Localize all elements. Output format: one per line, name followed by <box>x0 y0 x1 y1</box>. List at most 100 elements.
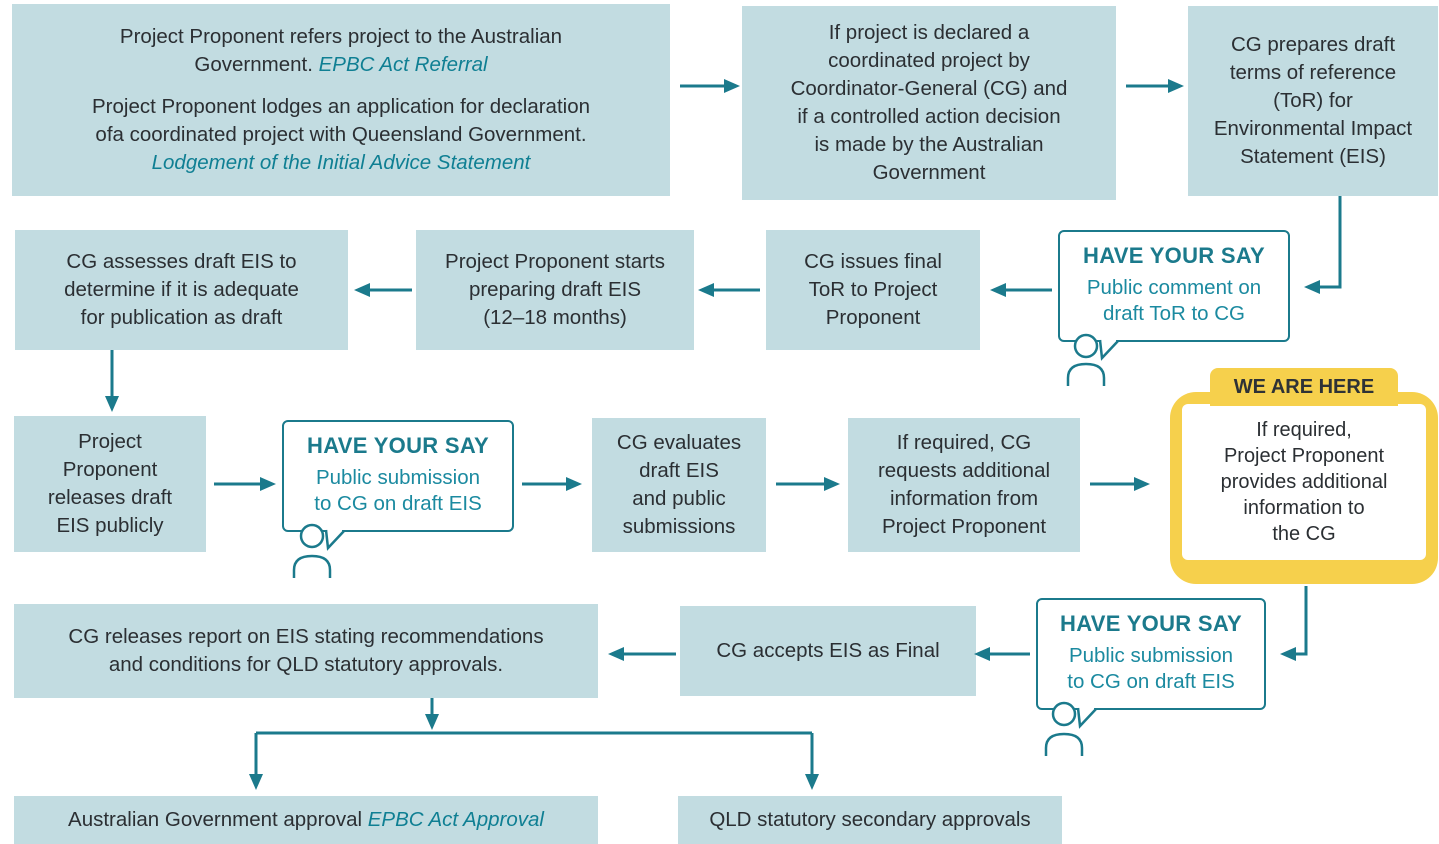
declared-line: If project is declared a <box>828 21 1030 44</box>
aus-approval-text: Australian Government approval <box>68 808 363 831</box>
assess-line: for publication as draft <box>80 306 283 329</box>
lodge-text-line2: ofa coordinated project with Queensland … <box>95 123 587 146</box>
referral-text-line2: Government. <box>194 53 313 76</box>
have-your-say-callout-3: HAVE YOUR SAY Public submission to CG on… <box>1036 598 1266 710</box>
assess-line: CG assesses draft EIS to <box>66 250 297 273</box>
arrow-icon <box>1296 586 1308 656</box>
accept-eis-box: CG accepts EIS as Final <box>680 606 976 696</box>
provide-line: If required, <box>1256 419 1352 441</box>
we-are-here-label: WE ARE HERE <box>1210 368 1398 406</box>
initial-advice-link: Lodgement of the Initial Advice Statemen… <box>151 151 531 174</box>
arrow-icon <box>566 477 582 491</box>
release-draft-eis-box: Project Proponent releases draft EIS pub… <box>14 416 206 552</box>
declared-project-box: If project is declared a coordinated pro… <box>742 6 1116 200</box>
aus-approval-box: Australian Government approval EPBC Act … <box>14 796 598 844</box>
request-line: Project Proponent <box>881 515 1047 538</box>
arrow-icon <box>824 477 840 491</box>
report-box: CG releases report on EIS stating recomm… <box>14 604 598 698</box>
declared-line: is made by the Australian <box>814 133 1044 156</box>
final-tor-line: Proponent <box>825 306 921 329</box>
draft-tor-line: terms of reference <box>1229 61 1397 84</box>
referral-and-lodgement-box: Project Proponent refers project to the … <box>12 4 670 196</box>
preparing-line: Project Proponent starts <box>445 250 665 273</box>
arrow-icon <box>260 477 276 491</box>
request-info-box: If required, CG requests additional info… <box>848 418 1080 552</box>
callout-line: to CG on draft EIS <box>1067 670 1235 693</box>
report-line: CG releases report on EIS stating recomm… <box>68 625 544 648</box>
preparing-line: (12–18 months) <box>483 306 627 329</box>
request-line: requests additional <box>877 459 1051 482</box>
provide-line: the CG <box>1272 523 1336 545</box>
arrow-icon <box>425 714 439 730</box>
declared-line: Government <box>872 161 986 184</box>
lodge-text-line1: Project Proponent lodges an application … <box>91 95 591 118</box>
declared-line: Coordinator-General (CG) and <box>790 77 1068 100</box>
evaluate-line: CG evaluates <box>616 431 742 454</box>
have-your-say-callout-2: HAVE YOUR SAY Public submission to CG on… <box>282 420 514 532</box>
provide-line: information to <box>1243 497 1365 519</box>
arrow-icon <box>698 283 714 297</box>
we-are-here-marker: If required, Project Proponent provides … <box>1170 368 1438 584</box>
arrow-icon <box>990 283 1006 297</box>
callout-line: Public comment on <box>1086 276 1262 299</box>
have-your-say-title: HAVE YOUR SAY <box>1060 611 1242 636</box>
have-your-say-title: HAVE YOUR SAY <box>307 433 489 458</box>
provide-line: provides additional <box>1220 471 1388 493</box>
provide-info-box: If required, Project Proponent provides … <box>1182 404 1426 560</box>
have-your-say-callout-1: HAVE YOUR SAY Public comment on draft To… <box>1058 230 1290 342</box>
arrow-icon <box>608 647 624 661</box>
person-icon <box>1044 701 1097 756</box>
draft-tor-box: CG prepares draft terms of reference (To… <box>1188 6 1438 196</box>
request-line: information from <box>889 487 1039 510</box>
release-line: EIS publicly <box>56 514 164 537</box>
person-icon <box>1066 333 1119 386</box>
arrow-icon <box>105 396 119 412</box>
assess-line: determine if it is adequate <box>64 278 299 301</box>
final-tor-line: CG issues final <box>804 250 942 273</box>
arrow-icon <box>1168 79 1184 93</box>
qld-approval-text: QLD statutory secondary approvals <box>709 808 1031 831</box>
final-tor-line: ToR to Project <box>808 278 938 301</box>
arrow-icon <box>249 774 263 790</box>
request-line: If required, CG <box>896 431 1032 454</box>
arrow-icon <box>805 774 819 790</box>
arrow-icon <box>1304 280 1320 294</box>
draft-tor-line: Statement (EIS) <box>1240 145 1386 168</box>
callout-line: draft ToR to CG <box>1102 302 1246 325</box>
arrow-icon <box>1134 477 1150 491</box>
evaluate-line: and public <box>632 487 726 510</box>
declared-line: if a controlled action decision <box>797 105 1061 128</box>
final-tor-box: CG issues final ToR to Project Proponent <box>766 230 980 350</box>
evaluate-line: draft EIS <box>639 459 719 482</box>
accept-text: CG accepts EIS as Final <box>716 639 940 662</box>
evaluate-draft-eis-box: CG evaluates draft EIS and public submis… <box>592 418 766 552</box>
arrow-icon <box>974 647 990 661</box>
callout-line: Public submission <box>1068 644 1234 667</box>
preparing-draft-eis-box: Project Proponent starts preparing draft… <box>416 230 694 350</box>
draft-tor-line: CG prepares draft <box>1230 33 1396 56</box>
assess-draft-eis-box: CG assesses draft EIS to determine if it… <box>15 230 348 350</box>
person-icon <box>292 523 345 578</box>
callout-line: to CG on draft EIS <box>314 492 482 515</box>
preparing-line: preparing draft EIS <box>468 278 642 301</box>
release-line: Project <box>78 430 142 453</box>
have-your-say-title: HAVE YOUR SAY <box>1083 243 1265 268</box>
arrow-icon <box>1280 647 1296 661</box>
we-are-here-frame: If required, Project Proponent provides … <box>1170 392 1438 584</box>
provide-line: Project Proponent <box>1223 445 1385 467</box>
report-line: and conditions for QLD statutory approva… <box>108 653 504 676</box>
referral-text-line1: Project Proponent refers project to the … <box>119 25 563 48</box>
release-line: releases draft <box>47 486 173 509</box>
callout-line: Public submission <box>315 466 481 489</box>
draft-tor-line: Environmental Impact <box>1213 117 1413 140</box>
arrow-icon <box>354 283 370 297</box>
arrow-icon <box>1320 196 1342 289</box>
arrow-icon <box>724 79 740 93</box>
evaluate-line: submissions <box>622 515 736 538</box>
epbc-approval-link: EPBC Act Approval <box>367 808 544 831</box>
draft-tor-line: (ToR) for <box>1273 89 1353 112</box>
epbc-referral-link: EPBC Act Referral <box>318 53 488 76</box>
declared-line: coordinated project by <box>828 49 1030 72</box>
qld-approval-box: QLD statutory secondary approvals <box>678 796 1062 844</box>
